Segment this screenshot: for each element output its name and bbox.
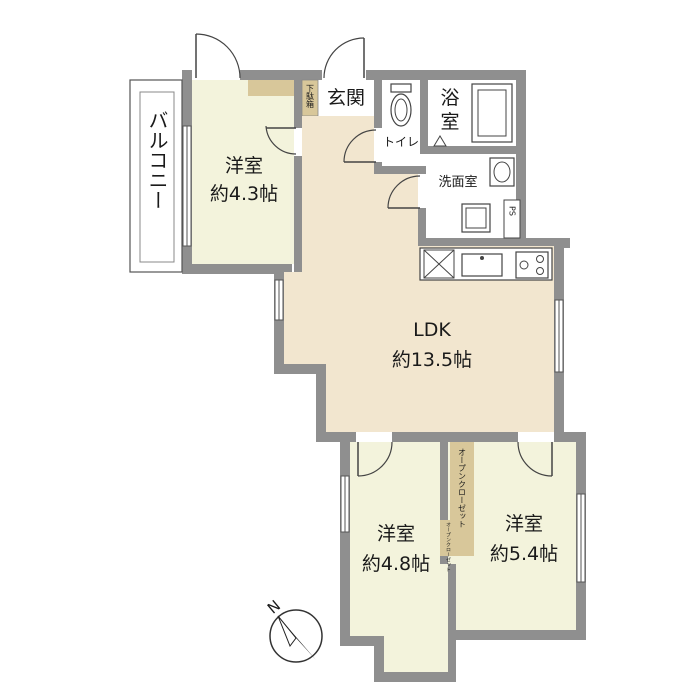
western-room-1-size: 約4.3帖 <box>210 183 278 205</box>
western-room-2-floor <box>350 442 448 672</box>
wash-basin-icon <box>489 157 515 187</box>
bathtub-icon <box>471 83 513 143</box>
shoe-box-label: 下駄箱 <box>306 84 315 109</box>
ldk-floor <box>284 116 554 432</box>
western-room-3-size: 約5.4帖 <box>490 543 558 565</box>
ps-shaft <box>503 199 521 239</box>
western-room-2-size: 約4.8帖 <box>362 553 430 575</box>
front-door-icon <box>322 37 366 80</box>
windows <box>182 125 586 583</box>
entrance-label: 玄関 <box>327 87 365 109</box>
washroom-door-icon <box>387 174 426 209</box>
room-3-door-icon <box>517 432 554 477</box>
compass: N <box>264 596 323 663</box>
bath-label-line2: 室 <box>440 111 459 133</box>
western-room-1-name: 洋室 <box>225 155 263 177</box>
kitchen-counter <box>419 247 553 281</box>
balcony-door-icon <box>192 33 241 80</box>
open-closet-1-label: オープンクローゼット <box>458 448 467 528</box>
toilet-tank <box>390 83 412 93</box>
balcony-area <box>129 79 183 273</box>
washroom-floor <box>426 154 516 238</box>
fixtures <box>390 83 553 281</box>
washroom-label: 洗面室 <box>438 174 477 190</box>
toilet-door-icon <box>343 128 382 163</box>
doors <box>192 33 554 477</box>
washing-machine-pan-icon <box>461 203 491 233</box>
compass-circle <box>269 609 323 663</box>
toilet-floor <box>382 80 420 166</box>
fridge-space-icon <box>423 249 455 279</box>
ldk-name: LDK <box>413 319 451 341</box>
room-1-door-icon <box>265 125 302 156</box>
open-closet-2-label: オープンクローゼット <box>445 522 451 572</box>
toilet-label: トイレ <box>383 135 419 149</box>
bath-label-line1: 浴 <box>440 87 459 109</box>
open-closet-2 <box>440 520 456 556</box>
room-2-door-icon <box>356 432 393 477</box>
shoe-box <box>248 80 294 96</box>
ps-label: PS <box>508 206 517 216</box>
western-room-1-floor <box>192 80 294 264</box>
balcony-label: バルコニー <box>145 110 169 210</box>
ldk-size: 約13.5帖 <box>392 349 472 371</box>
western-room-3-name: 洋室 <box>505 513 543 535</box>
floors <box>129 79 576 672</box>
toilet-bowl-icon <box>390 93 412 127</box>
western-room-2-name: 洋室 <box>377 523 415 545</box>
kitchen-sink-icon <box>461 253 503 277</box>
labels: バルコニー 洋室 約4.3帖 下駄箱 玄関 トイレ 浴 室 洗面室 PS LDK… <box>145 84 558 575</box>
western-room-3-floor <box>448 442 576 630</box>
stove-icon <box>515 251 549 279</box>
